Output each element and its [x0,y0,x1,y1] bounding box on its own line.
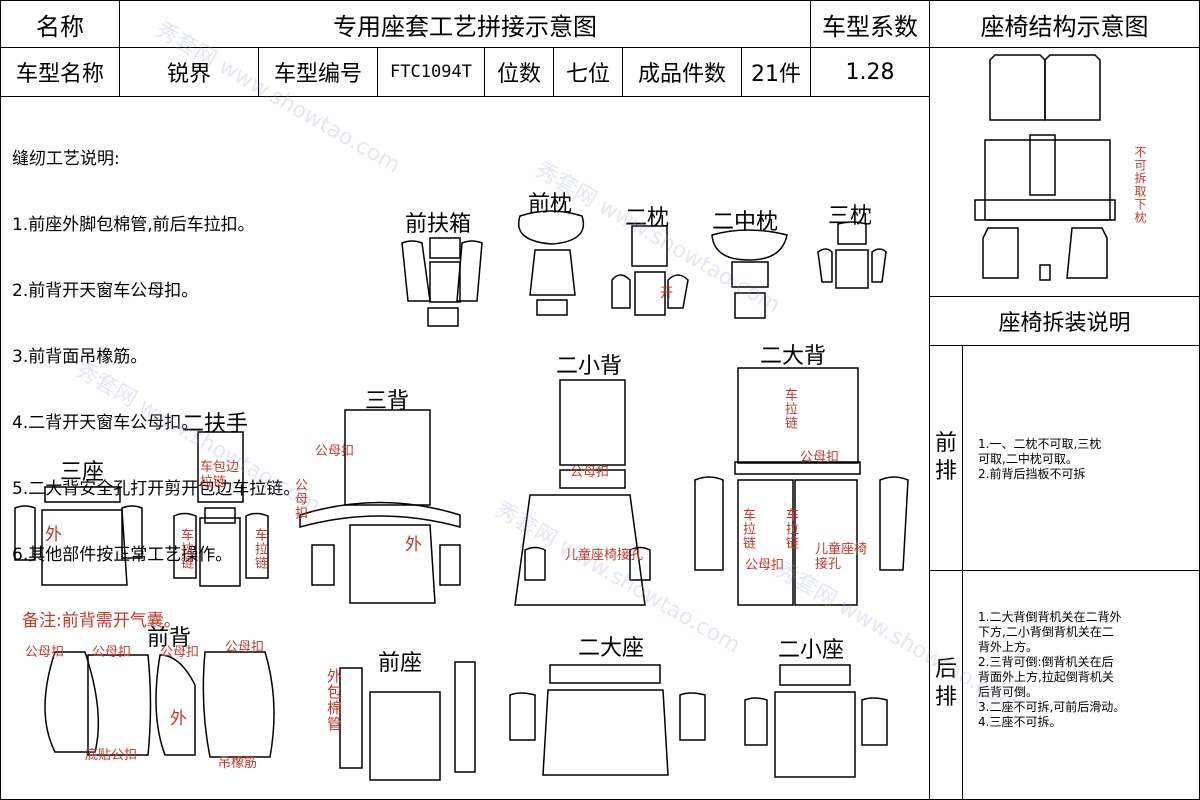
anno-front-back-snap-1: 公母扣 [25,645,65,660]
note-remark: 备注:前背需开气囊。 [22,611,181,631]
third-pillow-pieces [817,221,887,289]
anno-front-back-snap-3: 公母扣 [160,645,200,660]
rear-note-8: 4.三座不可拆。 [978,715,1062,729]
rear-note-7: 3.二座不可拆,可前后滑动。 [978,700,1126,714]
note-3: 3.前背面吊橡筋。 [12,347,148,367]
label-second-small-back: 二小背 [556,354,623,379]
anno-front-seat-tube: 外包棉管 [325,668,343,732]
second-big-seat-pieces [509,664,706,776]
front-armrest-box-pieces [401,237,483,327]
anno-armrest-zipper-left: 车拉链 [178,528,193,570]
anno-big-back-zipper: 车拉链 [782,388,797,430]
notes-title: 缝纫工艺说明: [12,149,120,169]
front-row-label: 前排 [934,431,957,484]
second-pillow-pieces [611,225,689,316]
coef-label: 车型系数 [810,0,930,48]
anno-second-pillow-open: 开 [660,286,674,301]
note-5: 5.二大背安全孔打开剪开包边车拉链。 [12,479,301,499]
label-front-back: 前背 [147,626,192,651]
front-row-notes: 1.一、二枕不可取,三枕 可取,二中枕可取。 2.前背后挡板不可拆 [978,437,1101,482]
front-seat-pieces [339,661,476,781]
anno-armrest-zip-wrap: 车包边拉链 [200,460,240,490]
label-second-armrest: 二扶手 [182,412,249,437]
anno-front-back-bottom-snap: 底贴公扣 [85,748,138,763]
second-big-back-pieces [694,367,909,606]
anno-front-back-snap-2: 公母扣 [92,645,132,660]
label-second-big-back: 二大背 [760,344,827,369]
label-second-small-seat: 二小座 [778,638,845,663]
anno-small-back-child-seat: 儿童座椅接孔 [565,548,644,563]
second-armrest-pieces [173,431,269,587]
rear-note-3: 背外上方。 [978,640,1039,654]
front-pillow-pieces [518,210,585,316]
anno-big-back-child-seat: 儿童座椅接孔 [815,542,868,572]
rear-note-6: 后背可倒。 [978,685,1039,699]
label-third-seat: 三座 [60,460,105,485]
anno-big-back-zipper-left: 车拉链 [740,508,755,550]
label-second-big-seat: 二大座 [578,636,645,661]
label-front-pillow: 前枕 [528,192,573,217]
label-front-armrest-box: 前扶箱 [405,212,472,237]
note-4: 4.二背开天窗车公母扣。 [12,413,199,433]
rear-note-5: 背面外上方,拉起倒背机关 [978,670,1114,684]
label-second-mid-pillow: 二中枕 [712,210,779,235]
rear-row-label: 后排 [934,657,957,710]
note-1: 1.前座外脚包棉管,前后车拉扣。 [12,215,255,235]
model-name: 锐界 [119,47,259,97]
rear-row-notes: 1.二大背倒背机关在二背外 下方,二小背倒背机关在二 背外上方。 2.三背可倒:… [978,610,1125,730]
front-note-1: 1.一、二枕不可取,三枕 [978,437,1102,451]
label-third-pillow: 三枕 [828,204,873,229]
anno-big-back-lower-snap: 公母扣 [745,558,785,573]
anno-front-back-elastic: 吊橡筋 [218,756,258,771]
anno-front-back-outside: 外 [170,709,187,729]
note-2: 2.前背开天窗车公母扣。 [12,281,199,301]
anno-third-seat-outside: 外 [45,525,62,545]
third-seat-pieces [14,486,143,586]
model-code-label: 车型编号 [258,47,378,97]
rear-note-2: 下方,二小背倒背机关在二 [978,625,1114,639]
seats-label: 位数 [484,47,554,97]
third-back-pieces [299,409,461,604]
pieces-label: 成品件数 [622,47,742,97]
anno-third-back-snap: 公母扣 [315,444,355,459]
label-second-pillow: 二枕 [625,206,670,231]
label-front-seat: 前座 [378,651,423,676]
front-note-3: 2.前背后挡板不可拆 [978,467,1086,481]
anno-front-back-snap-4: 公母扣 [225,640,265,655]
anno-big-back-snap: 公母扣 [800,450,840,465]
front-back-pieces [44,651,275,758]
anno-third-back-outside: 外 [405,535,422,555]
anno-armrest-zipper-right: 车拉链 [252,528,267,570]
coef-value: 1.28 [810,47,930,97]
anno-small-back-snap: 公母扣 [570,465,610,480]
anno-big-back-zipper-right: 车拉链 [783,508,798,550]
second-small-back-pieces [514,379,651,606]
front-note-2: 可取,二中枕可取。 [978,452,1078,466]
second-small-seat-pieces [744,664,888,778]
anno-third-back-side-snap: 公母扣 [292,478,307,520]
second-mid-pillow-pieces [711,229,788,319]
label-third-back: 三背 [365,389,410,414]
structure-note: 不可拆取下枕 [1133,146,1147,224]
model-name-label: 车型名称 [0,47,120,97]
rear-note-1: 1.二大背倒背机关在二背外 [978,610,1122,624]
rear-note-4: 2.三背可倒:倒背机关在后 [978,655,1114,669]
seat-structure-diagram [974,54,1116,281]
